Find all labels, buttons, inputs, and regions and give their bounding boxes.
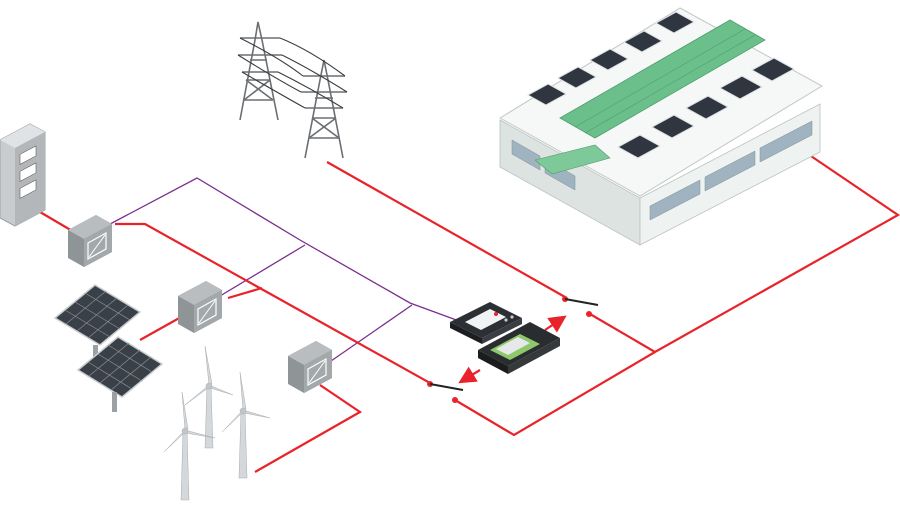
power-line-cabinet <box>39 211 75 233</box>
inverter-icon <box>87 231 107 261</box>
solar-panel-icon <box>76 336 164 412</box>
factory-icon <box>499 7 824 246</box>
utility-grid-pylons <box>237 21 348 159</box>
power-lines <box>39 151 900 473</box>
storage-inverter <box>68 215 112 267</box>
battery-cabinet-icon <box>19 145 37 199</box>
transmission-tower-icon <box>238 21 282 121</box>
factory-load <box>499 7 824 246</box>
wind-inverter <box>288 341 332 393</box>
power-line-island-bus <box>454 351 656 437</box>
wind-turbine-icon <box>163 391 216 501</box>
controller-io-board <box>478 322 560 374</box>
control-line-storage <box>94 177 471 326</box>
grid-switch <box>562 296 599 317</box>
solar-array <box>53 284 164 412</box>
microgrid-controller <box>450 302 560 374</box>
wind-turbine-icon <box>184 345 234 449</box>
solar-panel-icon <box>526 11 796 159</box>
controller-display-unit <box>450 302 522 344</box>
power-cables <box>237 37 348 109</box>
power-line-storage-bus <box>115 222 431 384</box>
power-line-solar-bus <box>227 286 263 300</box>
power-line-grid-to-factory <box>589 151 900 354</box>
island-switch <box>427 381 464 403</box>
solar-inverter <box>178 281 222 333</box>
control-lines <box>94 177 471 371</box>
roof-solar-panels <box>526 11 796 159</box>
inverter-icon <box>307 357 327 387</box>
transmission-tower-icon <box>301 59 347 159</box>
battery-storage-cabinet <box>0 123 46 227</box>
power-line-grid <box>326 161 566 298</box>
solar-panel-icon <box>53 284 142 357</box>
inverter-icon <box>197 297 217 327</box>
power-line-wind <box>254 384 363 473</box>
control-arrows <box>458 315 567 384</box>
control-line-wind <box>317 304 413 371</box>
wind-turbines <box>163 345 271 501</box>
wind-turbine-icon <box>221 371 271 479</box>
